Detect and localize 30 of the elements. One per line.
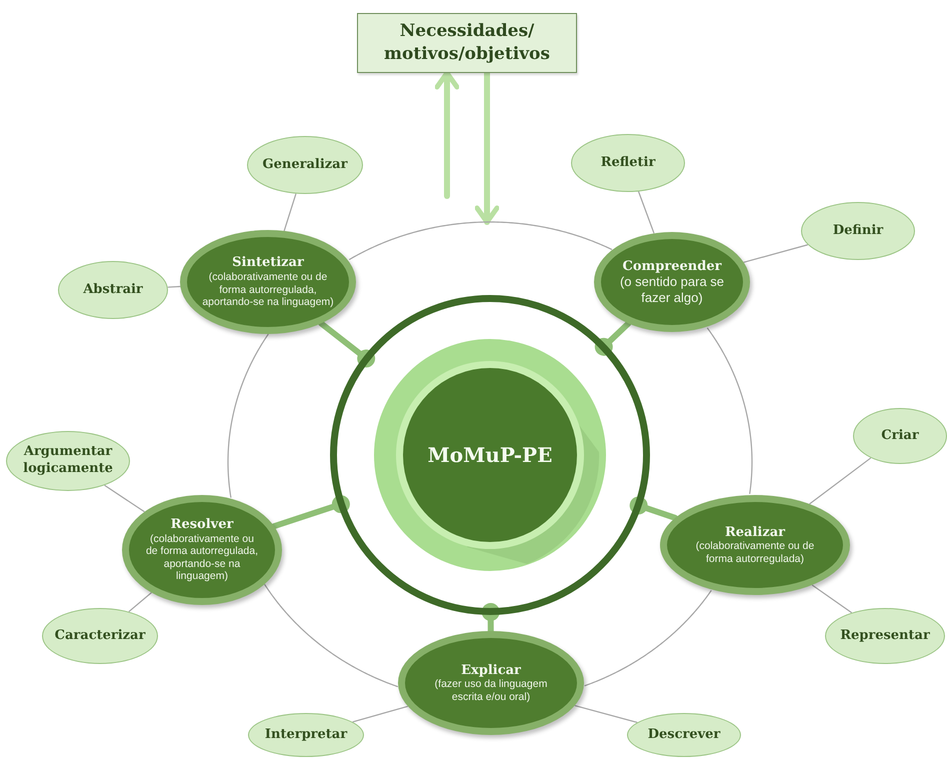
- goal-box: [357, 13, 577, 73]
- connecting-line: [809, 457, 872, 505]
- node-description: (colaborativamente ou de forma autorregulada, aportando-se na linguagem): [201, 270, 335, 309]
- connecting-line: [638, 191, 655, 234]
- node-description: (colaborativamente ou de forma autorregulada, aportando-se na linguagem): [144, 532, 260, 583]
- node-label: Compreender: [622, 258, 722, 274]
- connecting-line: [168, 286, 180, 288]
- node-label: Descrever: [648, 726, 720, 744]
- node-label: Definir: [832, 222, 884, 240]
- node-label: Sintetizar: [232, 255, 304, 271]
- connecting-line: [744, 244, 808, 263]
- node-label: Explicar: [461, 662, 521, 678]
- node-label: Abstrair: [83, 282, 143, 298]
- node-label: Caracterizar: [54, 628, 146, 644]
- connecting-line: [284, 193, 297, 232]
- node-label: Interpretar: [264, 726, 348, 744]
- node-title: Necessidades/ motivos/objetivos: [383, 20, 551, 66]
- node-label: Refletir: [600, 154, 656, 172]
- connecting-line: [812, 584, 852, 614]
- node-description: (fazer uso da linguagem escrita e/ou oral): [434, 678, 548, 704]
- node-label: Criar: [881, 428, 919, 444]
- node-label: Resolver: [170, 517, 234, 533]
- node-description: (o sentido para se fazer algo): [618, 274, 726, 306]
- node-title: MoMuP-PE: [428, 443, 552, 467]
- node-description: (colaborativamente ou de forma autorregulada): [694, 540, 816, 566]
- node-label: Generalizar: [262, 156, 348, 174]
- node-label: Representar: [840, 628, 930, 644]
- node-label: Argumentar logicamente: [22, 444, 114, 478]
- node-label: Realizar: [724, 524, 786, 540]
- connecting-line: [227, 334, 269, 498]
